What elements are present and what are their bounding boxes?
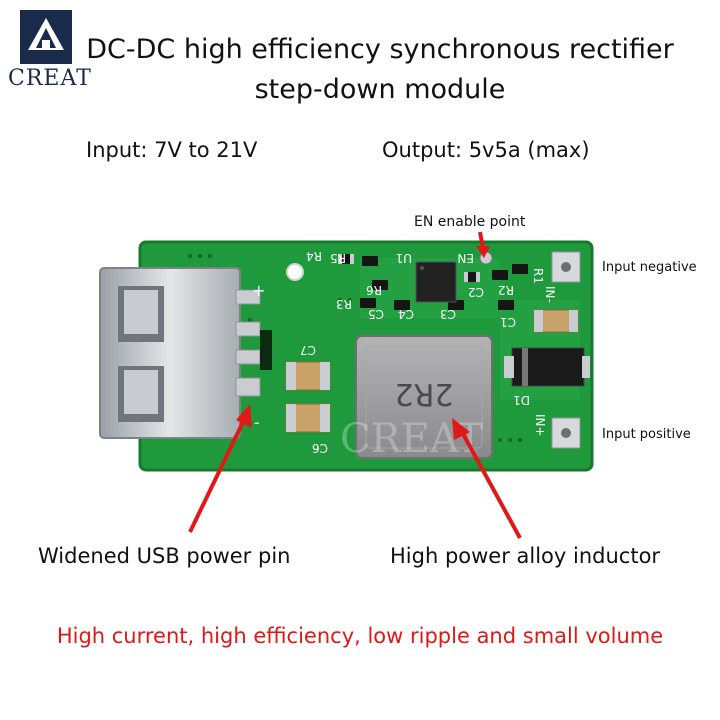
silk-r6: R6: [366, 283, 382, 297]
silk-c2: C2: [468, 285, 484, 299]
silk-d1: D1: [513, 393, 530, 407]
inductor-callout: High power alloy inductor: [390, 544, 661, 568]
silk-en: EN: [457, 251, 474, 265]
usb-connector: [99, 267, 241, 439]
silk-r5: R5: [330, 251, 346, 265]
silk-c6: C6: [312, 441, 328, 455]
page-title-line-2: step-down module: [254, 74, 506, 105]
silk-c3: C3: [440, 307, 456, 321]
silk-r3: R3: [336, 297, 352, 311]
silk-c7: C7: [300, 343, 316, 357]
silk-minus: -: [254, 413, 260, 432]
input-spec: Input: 7V to 21V: [86, 138, 258, 162]
mounting-hole: [286, 263, 304, 281]
en-enable-point-label: EN enable point: [414, 214, 526, 230]
input-positive-label: Input positive: [602, 427, 691, 442]
silk-plus: +: [252, 281, 265, 300]
creat-tent-logo-icon: [20, 10, 72, 64]
silk-c4: C4: [398, 307, 414, 321]
u1-ic: [415, 261, 457, 303]
silk-c1: C1: [500, 315, 516, 329]
silk-in-plus: IN+: [533, 414, 547, 437]
silk-r4: R4: [306, 249, 322, 263]
page-title-line-1: DC-DC high efficiency synchronous rectif…: [86, 34, 674, 65]
brand-watermark: CREAT: [340, 416, 484, 462]
silk-r1: R1: [531, 268, 545, 284]
output-spec: Output: 5v5a (max): [382, 138, 590, 162]
silk-c5: C5: [368, 307, 384, 321]
silk-in-minus: IN-: [543, 286, 557, 303]
inductor-marking: 2R2: [394, 376, 453, 411]
d1-diode: [504, 347, 590, 387]
usb-pin-callout: Widened USB power pin: [38, 544, 291, 568]
silk-r2: R2: [498, 283, 514, 297]
footer-tagline: High current, high efficiency, low rippl…: [56, 624, 664, 648]
brand-logo-text: CREAT: [8, 66, 92, 91]
silk-u1: U1: [396, 251, 412, 265]
input-negative-label: Input negative: [602, 260, 697, 275]
